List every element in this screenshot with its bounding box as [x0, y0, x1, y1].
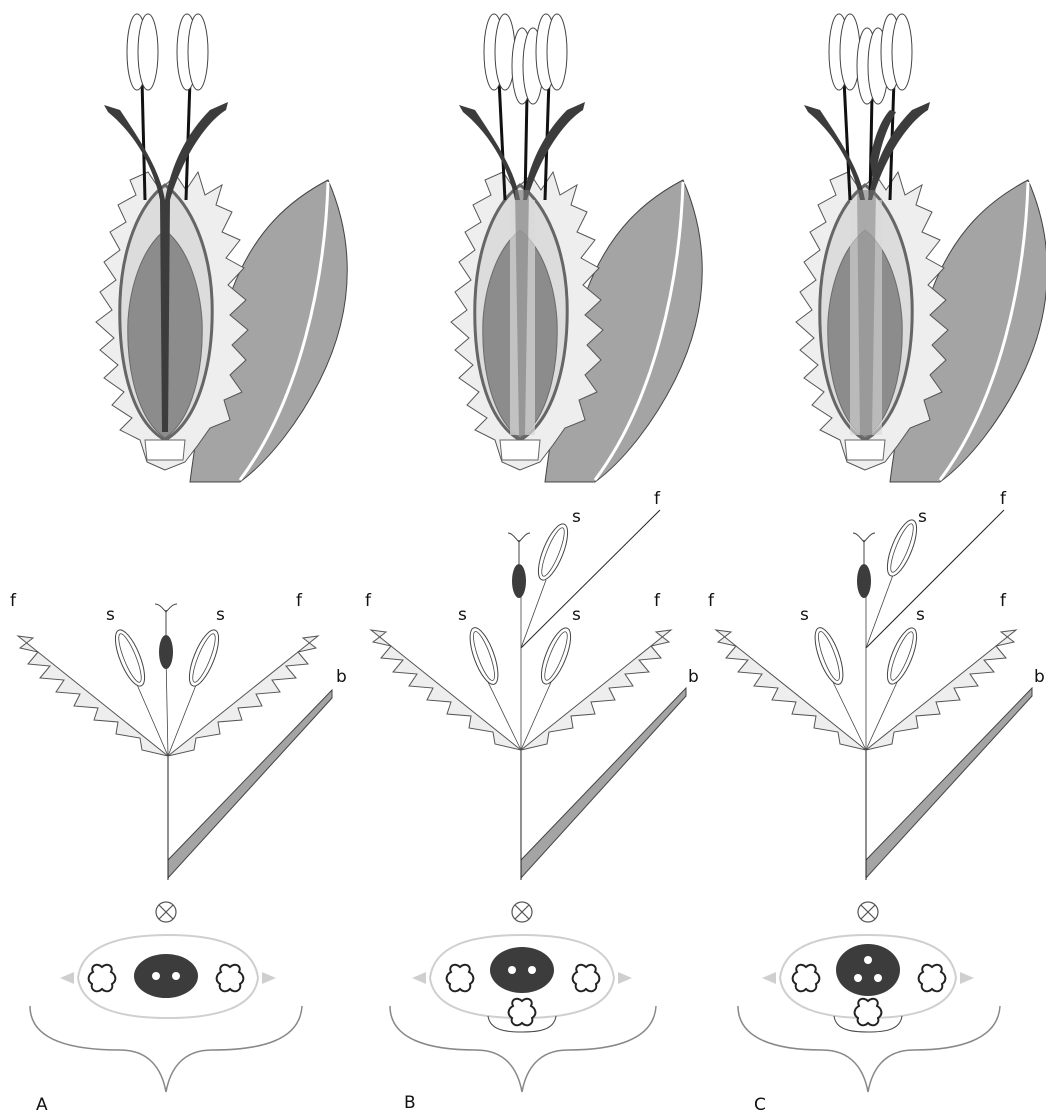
label-s-right-a: s: [216, 605, 225, 625]
label-s-right-b: s: [572, 605, 581, 625]
label-f-left-b: f: [365, 591, 372, 611]
cross-section-b: [390, 902, 656, 1092]
label-s-left-c: s: [800, 605, 809, 625]
floral-formula-diagram-a: f s s f b: [10, 591, 347, 880]
floral-formula-diagram-b: f s s f b s f: [365, 489, 699, 880]
panel-a: f s s f b A: [10, 14, 347, 1114]
label-f-left-c: f: [708, 591, 715, 611]
cross-section-a: [30, 902, 302, 1092]
label-b-c: b: [1034, 667, 1045, 687]
flower-drawing-b: [451, 14, 702, 482]
panel-letter-b: B: [404, 1093, 416, 1113]
panel-letter-a: A: [36, 1095, 48, 1114]
label-s-left-b: s: [458, 605, 467, 625]
cross-section-c: [738, 902, 1000, 1092]
label-b-b: b: [688, 667, 699, 687]
label-b-a: b: [336, 667, 347, 687]
label-s-upper-c: s: [918, 507, 927, 527]
label-f-upper-b: f: [654, 489, 661, 509]
floral-formula-diagram-c: f s s f b s f: [708, 489, 1045, 880]
flower-drawing-c: [796, 14, 1046, 482]
panel-letter-c: C: [754, 1095, 766, 1114]
label-f-right-b: f: [654, 591, 661, 611]
panel-b: f s s f b s f B: [365, 14, 702, 1113]
label-s-right-c: s: [916, 605, 925, 625]
panel-c: f s s f b s f C: [708, 14, 1046, 1114]
label-f-right-c: f: [1000, 591, 1007, 611]
label-s-left-a: s: [106, 605, 115, 625]
label-f-upper-c: f: [1000, 489, 1007, 509]
flower-drawing-a: [96, 14, 347, 482]
label-f-left-a: f: [10, 591, 17, 611]
label-f-right-a: f: [296, 591, 303, 611]
label-s-upper-b: s: [572, 507, 581, 527]
